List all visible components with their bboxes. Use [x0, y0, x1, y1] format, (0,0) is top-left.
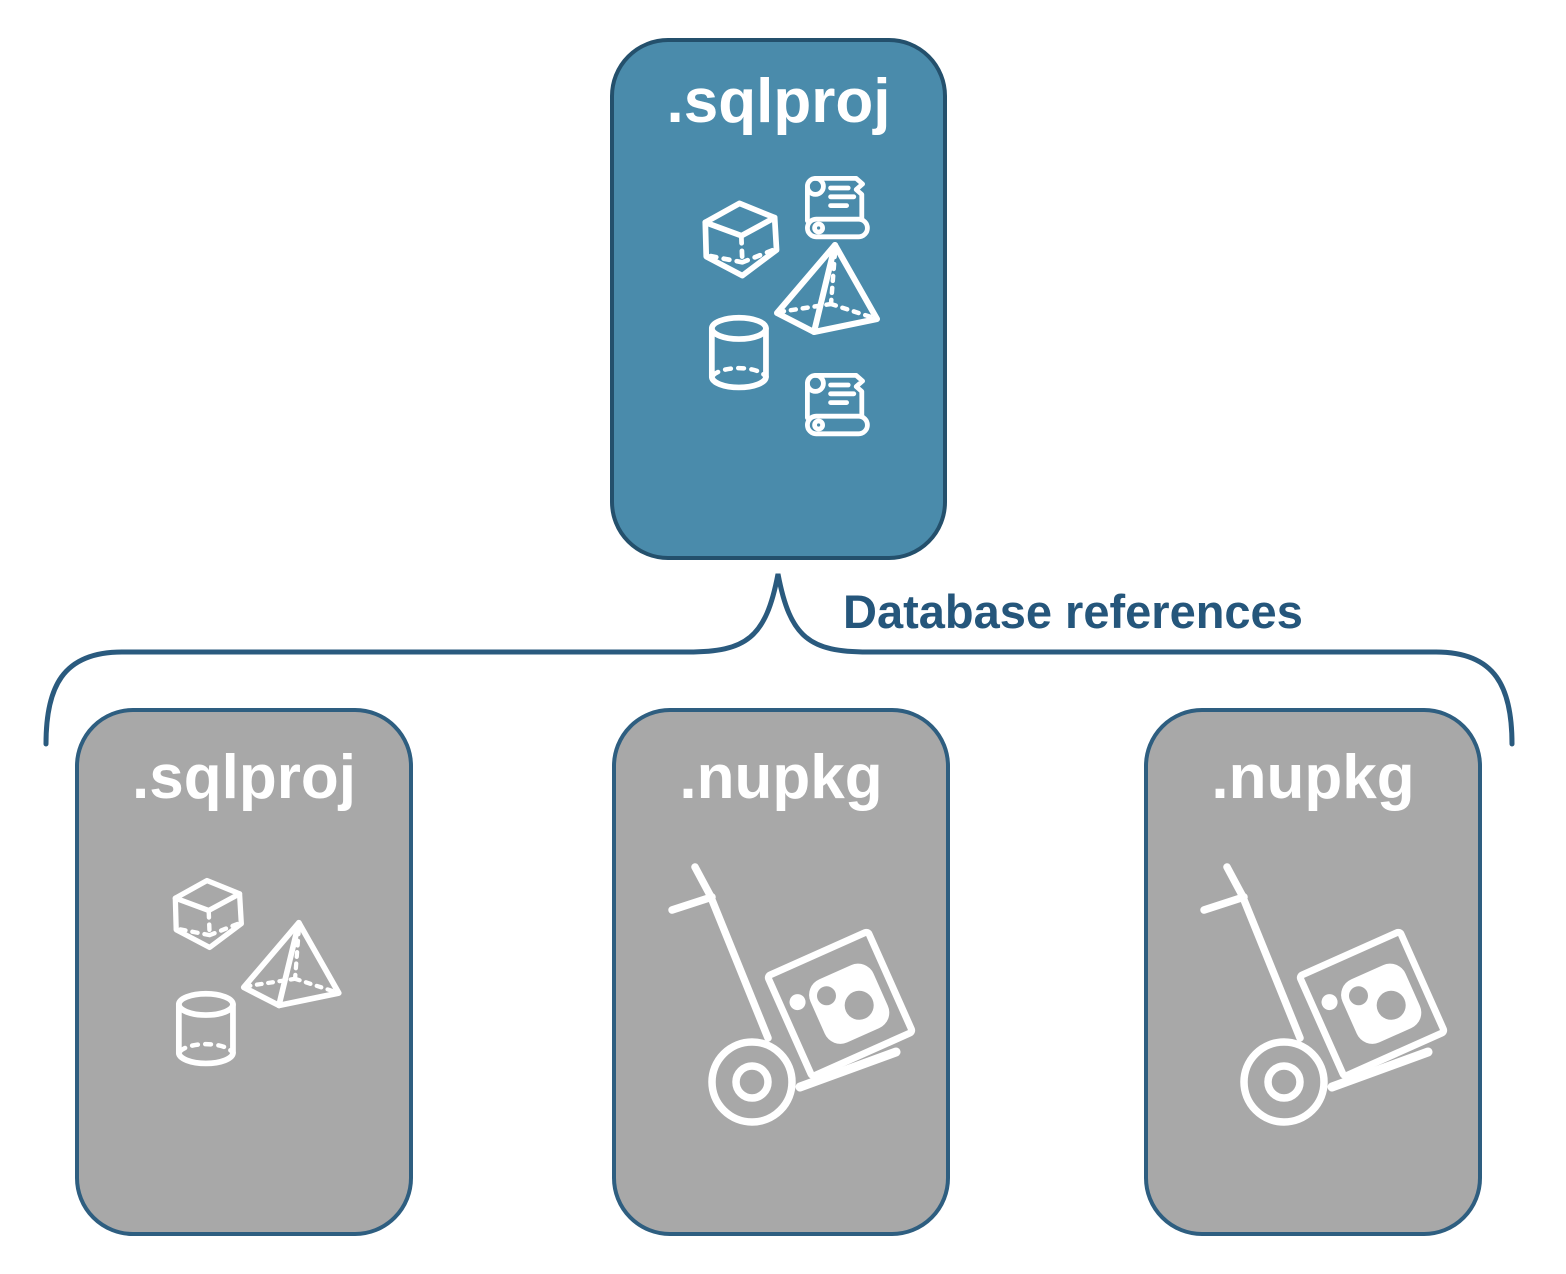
nuget-package-illustration [616, 712, 946, 1232]
hand-truck-icon [1204, 867, 1445, 1122]
pyramid-icon [244, 923, 339, 1006]
child-box-sqlproj: .sqlproj [75, 708, 413, 1236]
cube-icon [175, 881, 241, 948]
child-box-title: .nupkg [679, 743, 883, 812]
pyramid-icon [777, 245, 877, 332]
cylinder-icon [712, 318, 766, 388]
child-box-nupkg-1: .nupkg [612, 708, 950, 1236]
sql-objects-illustration [79, 712, 409, 1232]
script-scroll-icon [807, 178, 867, 236]
nuget-package-illustration [1148, 712, 1478, 1232]
hand-truck-icon [672, 867, 913, 1122]
parent-box-sqlproj: .sqlproj [610, 38, 947, 560]
child-box-nupkg-2: .nupkg [1144, 708, 1482, 1236]
script-scroll-icon [807, 375, 867, 433]
cylinder-icon [179, 994, 233, 1064]
child-box-title: .sqlproj [132, 743, 356, 812]
connector-label: Database references [843, 585, 1303, 638]
sql-objects-illustration [614, 42, 943, 556]
cube-icon [705, 203, 776, 275]
child-box-title: .nupkg [1211, 743, 1415, 812]
parent-box-title: .sqlproj [666, 67, 891, 136]
